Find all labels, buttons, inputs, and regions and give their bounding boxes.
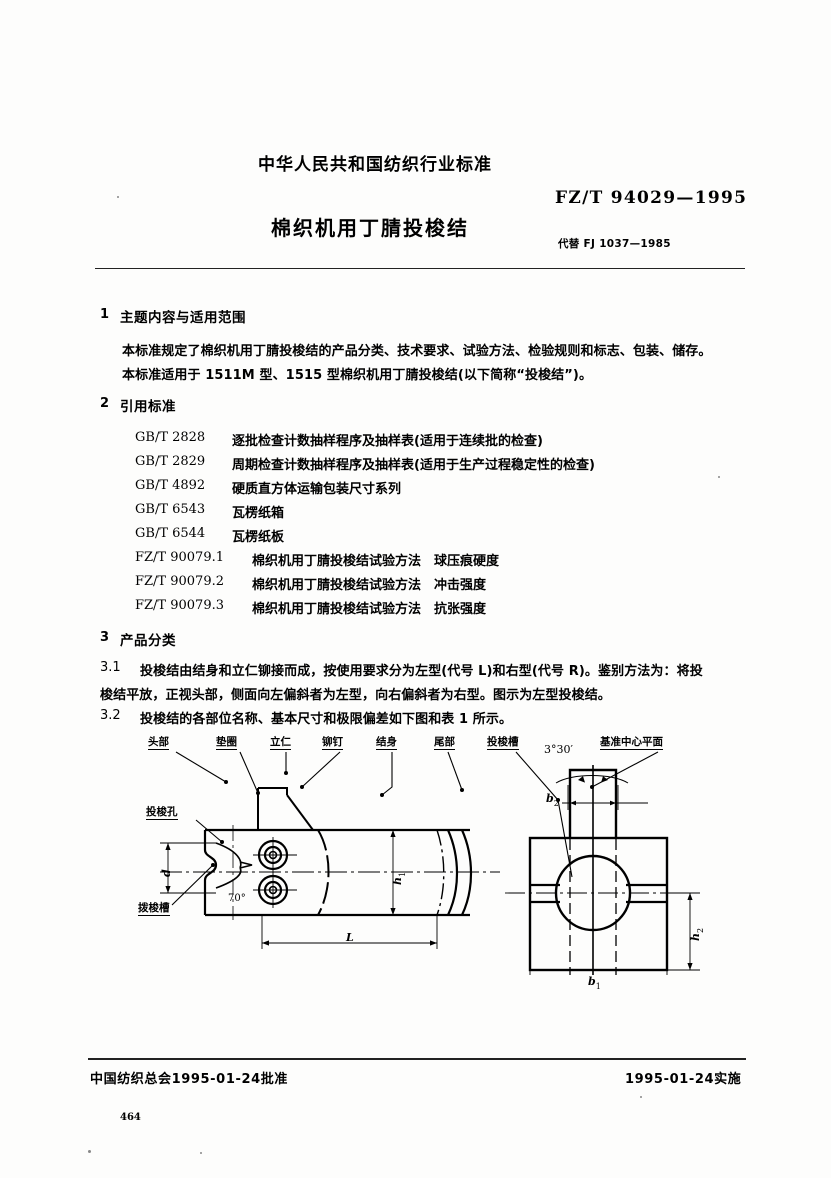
reference-title: 瓦楞纸箱 [232,506,285,521]
section-3-number: 3 [100,630,110,645]
reference-code: FZ/T 90079.1 [135,550,224,565]
section-1-paragraph-1: 本标准规定了棉织机用丁腈投梭结的产品分类、技术要求、试验方法、检验规则和标志、包… [122,344,712,359]
scan-speck [88,1150,91,1153]
callout-shuttle-groove: 拨梭槽 [138,902,170,917]
head-profile [203,830,218,915]
document-title: 棉织机用丁腈投梭结 [271,216,469,240]
reference-code: GB/T 6543 [135,502,206,517]
replaces-note: 代替 FJ 1037—1985 [558,238,671,250]
dim-b1-subscript: 1 [595,982,601,992]
end-view-grooves [530,883,667,904]
rivet-centerlines [253,837,297,908]
callout-datum-center-plane: 基准中心平面 [600,736,663,751]
page-number: 464 [120,1112,141,1123]
angle-notch-label: 70° [228,893,246,904]
callout-rivet: 铆钉 [322,736,343,751]
dim-h1 [390,830,396,915]
callout-head: 头部 [148,736,169,751]
dim-h1-symbol: h [391,877,404,885]
dim-b2-subscript: 2 [553,799,559,809]
reference-code: GB/T 6544 [135,526,206,541]
clause-3-1-line-2: 梭结平放，正视头部，侧面向左偏斜者为左型，向右偏斜者为右型。图示为左型投梭结。 [100,688,611,703]
reference-title: 硬质直方体运输包装尺寸系列 [232,482,402,497]
dim-h1-subscript: 1 [398,871,408,877]
end-view-block [528,836,669,972]
clause-3-2-line-1: 投梭结的各部位名称、基本尺寸和极限偏差如下图和表 1 所示。 [140,712,513,727]
dim-label-d: d [160,869,173,877]
dim-label-L: L [346,931,354,944]
callout-upright: 立仁 [270,736,291,751]
clause-3-1-number: 3.1 [100,660,121,675]
dim-h2 [667,892,700,971]
reference-title: 棉织机用丁腈投梭结试验方法 抗张强度 [252,602,487,617]
reference-code: GB/T 2829 [135,454,206,469]
section-3-heading: 产品分类 [120,633,176,649]
shuttle-groove-leader [171,864,214,906]
scan-speck [117,196,119,198]
tail-dashline [436,829,445,916]
footer-divider [88,1058,746,1060]
dim-b2-symbol: b [546,792,554,805]
callout-tail: 尾部 [434,736,455,751]
section-2-number: 2 [100,396,110,411]
dim-L [261,915,438,949]
drawing-svg [160,751,700,975]
dim-h2-subscript: 2 [696,927,706,933]
callout-body: 结身 [376,736,397,751]
technical-drawing: 头部 垫圈 立仁 铆钉 结身 尾部 投梭槽 投梭孔 拨梭槽 基准中心平面 70°… [0,725,831,991]
scan-speck [200,1152,202,1154]
clause-3-1-line-1: 投梭结由结身和立仁铆接而成，按使用要求分为左型(代号 L)和右型(代号 R)。鉴… [140,664,703,679]
body-outline [205,828,470,917]
angle-3-30 [555,775,629,784]
dim-b1-symbol: b [588,975,596,988]
reference-title: 周期检查计数抽样程序及抽样表(适用于生产过程稳定性的检查) [232,458,595,473]
dim-label-h1: h1 [386,872,407,885]
section-2-heading: 引用标准 [120,399,176,415]
dim-b2 [562,785,648,810]
standard-number: FZ/T 94029—1995 [555,188,748,208]
end-view-hidden [569,775,617,975]
callout-washer: 垫圈 [216,736,237,751]
dim-label-b1: b1 [588,970,601,991]
callout-picker-hole: 投梭孔 [146,806,178,821]
reference-title: 棉织机用丁腈投梭结试验方法 冲击强度 [252,578,487,593]
reference-title: 瓦楞纸板 [232,530,285,545]
dim-h2-symbol: h [689,933,702,941]
reference-title: 棉织机用丁腈投梭结试验方法 球压痕硬度 [252,554,500,569]
header-divider [95,268,745,269]
callout-picker-groove: 投梭槽 [487,736,519,751]
picker-hole-notch [215,842,253,889]
section-1-paragraph-2: 本标准适用于 1511M 型、1515 型棉织机用丁腈投梭结(以下简称“投梭结”… [122,368,593,383]
dim-label-h2: h2 [684,928,705,941]
reference-code: FZ/T 90079.2 [135,574,224,589]
reference-code: FZ/T 90079.3 [135,598,224,613]
dim-label-b2: b2 [546,787,559,808]
scan-speck [718,476,720,478]
upright-shape [257,787,314,831]
dim-b1 [529,970,668,975]
approval-statement: 中国纺织总会1995-01-24批准 [90,1072,288,1087]
reference-title: 逐批检查计数抽样程序及抽样表(适用于连续批的检查) [232,434,543,449]
clause-3-2-number: 3.2 [100,708,121,723]
section-1-heading: 主题内容与适用范围 [120,310,246,326]
section-1-number: 1 [100,307,110,322]
issuing-organization: 中华人民共和国纺织行业标准 [258,155,492,175]
reference-code: GB/T 2828 [135,430,206,445]
break-line-1 [317,829,330,916]
picker-groove-leader-2 [557,799,573,878]
reference-code: GB/T 4892 [135,478,206,493]
implementation-statement: 1995-01-24实施 [625,1072,742,1087]
tail-break [446,829,473,916]
dim-d [160,842,216,894]
picker-hole-leader [195,819,223,843]
angle-slot-label: 3°30′ [544,743,573,756]
scan-speck [640,1096,642,1098]
